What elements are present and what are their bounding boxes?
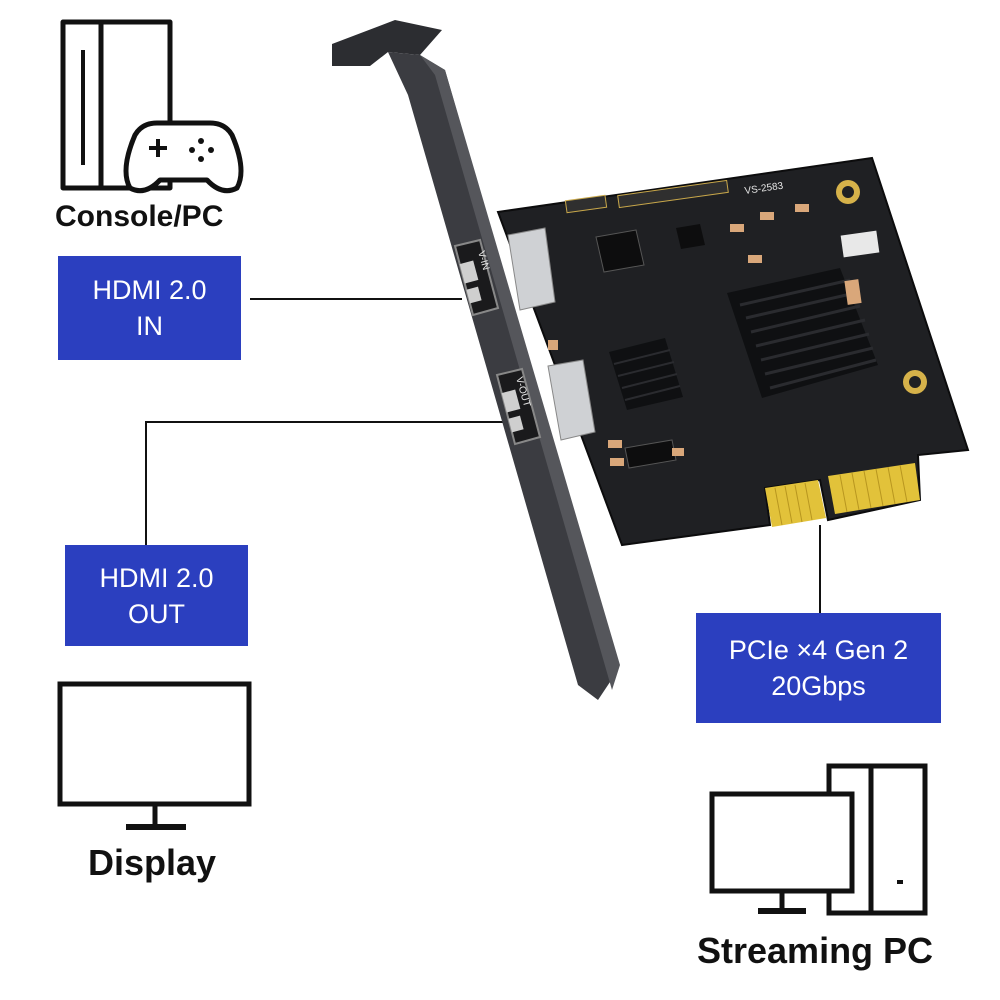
streaming-pc-icon (709, 763, 928, 916)
pcie-label: PCIe ×4 Gen 2 20Gbps (696, 613, 941, 723)
small-heatsink (609, 338, 683, 410)
pcie-card-illustration: VS-2583 V-IN V-OUT (332, 20, 970, 700)
hdmi-out-port (495, 367, 542, 446)
in-port-shield (507, 227, 556, 311)
pcie-label-line2: 20Gbps (771, 671, 866, 701)
bracket-edge (420, 55, 620, 690)
hdmi-in-label-line2: IN (136, 311, 163, 341)
hdmi-in-label-line1: HDMI 2.0 (92, 275, 207, 305)
hdmi-out-label: HDMI 2.0 OUT (65, 545, 248, 646)
hdmi-out-connector-line (145, 421, 505, 545)
pcie-label-line1: PCIe ×4 Gen 2 (728, 635, 909, 665)
hdmi-in-label: HDMI 2.0 IN (58, 256, 241, 360)
streaming-pc-caption: Streaming PC (697, 930, 934, 971)
hdmi-out-label-line1: HDMI 2.0 (99, 562, 214, 593)
hdmi-in-port (453, 238, 500, 317)
model-silkscreen: VS-2583 (744, 181, 785, 197)
console-pc-caption: Console/PC (55, 200, 224, 233)
display-icon (57, 681, 252, 830)
connector-lines (145, 298, 821, 613)
bracket-top (332, 20, 442, 66)
display-caption: Display (88, 842, 217, 883)
console-pc-icon (60, 19, 244, 194)
pcie-gold-fingers (765, 463, 920, 527)
pcb-components (548, 179, 927, 469)
port-in-silkscreen: V-IN (475, 250, 491, 272)
out-port-shield (547, 359, 596, 441)
hdmi-out-label-line2: OUT (128, 598, 185, 629)
main-heatsink (727, 268, 878, 398)
